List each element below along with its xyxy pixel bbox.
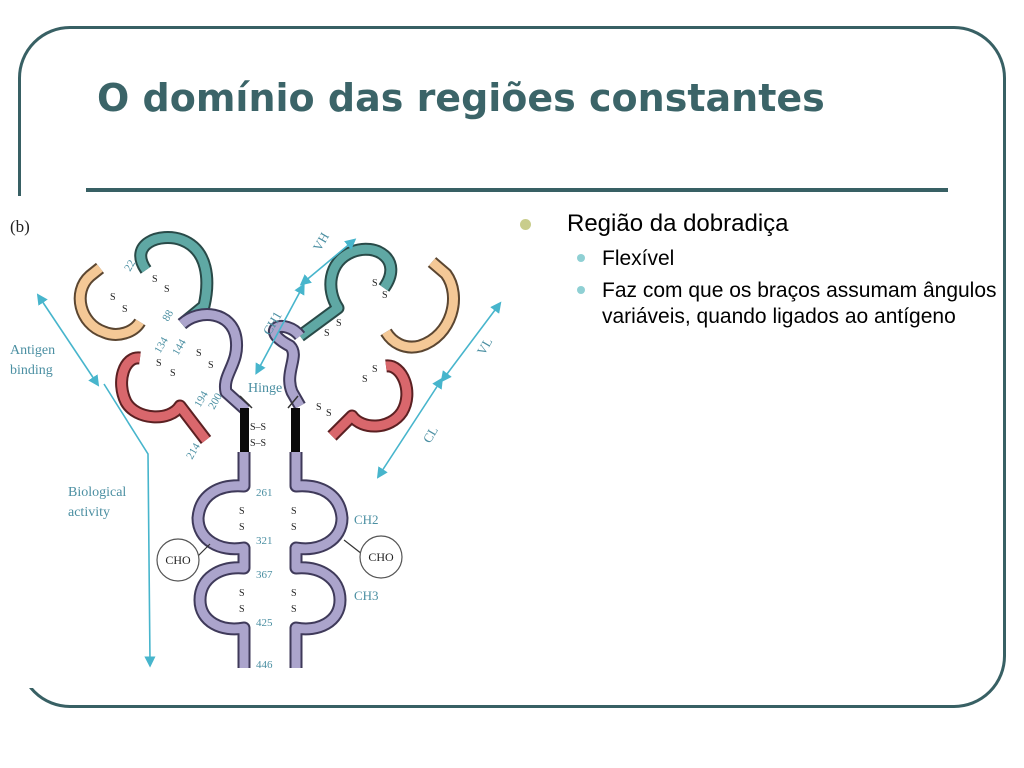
svg-text:S: S [382,290,388,301]
bullet-main: Região da dobradiça [520,208,1000,240]
cl-arrow [376,377,444,479]
svg-text:S: S [336,318,342,329]
antigen-label-line2: binding [10,363,53,378]
svg-text:S: S [156,358,162,369]
svg-text:S: S [372,278,378,289]
vl-arrow [440,301,502,383]
svg-text:S: S [239,506,245,517]
antibody-diagram: (b) [0,196,512,688]
antibody-structure-svg: (b) [10,217,502,671]
svg-text:S: S [372,364,378,375]
sub-bullet-item: Flexível [520,246,1000,272]
slide-title: O domínio das regiões constantes [97,76,825,120]
svg-text:S: S [196,348,202,359]
sub-bullet-dot [577,286,585,294]
residue-214: 214 [184,441,203,462]
stem-disulfides: SS SS SS SS [239,506,297,615]
vh-arrow [299,238,357,286]
right-cho-circle [359,535,403,579]
svg-text:S: S [326,408,332,419]
ch2-label: CH2 [354,512,379,527]
hinge-pointer-left [239,395,253,409]
sub-bullet-dot [577,254,585,262]
svg-text:S: S [110,292,116,303]
panel-label: (b) [10,217,30,236]
svg-text:S: S [291,522,297,533]
hinge-disulfide-2: S–S [250,438,266,449]
residue-144: 144 [170,337,189,358]
residue-321: 321 [256,535,273,547]
svg-text:S: S [362,374,368,385]
left-cho-label: CHO [165,553,191,567]
svg-text:S: S [208,360,214,371]
biological-label-line1: Biological [68,485,126,500]
residue-425: 425 [256,617,273,629]
sub-bullet-list: Flexível Faz com que os braços assumam â… [520,246,1000,330]
svg-text:S: S [152,274,158,285]
hinge-disulfide-1: S–S [250,422,266,433]
svg-text:S: S [239,522,245,533]
sub-bullet-item: Faz com que os braços assumam ângulos va… [520,278,1000,330]
ch1-arrow [255,283,305,375]
svg-text:S: S [291,588,297,599]
svg-text:S: S [316,402,322,413]
residue-446: 446 [256,659,273,671]
dimension-arrows [36,238,502,668]
antigen-binding-arrow [36,293,100,387]
residue-367: 367 [256,569,273,581]
sub-bullet-text: Flexível [602,247,675,270]
biological-label-line2: activity [68,505,110,520]
svg-text:S: S [291,506,297,517]
svg-text:S: S [164,284,170,295]
residue-22: 22 [122,258,138,274]
sub-bullet-text: Faz com que os braços assumam ângulos va… [602,279,997,328]
svg-text:S: S [291,604,297,615]
title-underline [86,188,948,192]
arm-disulfides: SS SS SS SS SS SS SS SS [110,274,388,419]
bullet-dot [520,219,531,230]
svg-text:S: S [170,368,176,379]
residue-134: 134 [152,335,171,356]
svg-text:S: S [239,588,245,599]
svg-text:S: S [324,328,330,339]
antigen-label-line1: Antigen [10,343,55,358]
vl-label: VL [474,335,496,358]
vh-label: VH [310,230,332,254]
left-hinge-segment [240,408,249,452]
bullet-main-text: Região da dobradiça [567,210,789,237]
svg-text:S: S [239,604,245,615]
biological-activity-arrow [103,383,156,668]
residue-261: 261 [256,487,273,499]
right-cho-link [343,539,363,555]
hinge-label: Hinge [248,381,282,396]
light-chain-numbers: 22 88 134 194 214 144 200 [122,258,225,462]
cl-label: CL [420,424,441,446]
bullet-list: Região da dobradiça Flexível Faz com que… [520,208,1000,330]
ch3-label: CH3 [354,588,379,603]
right-hinge-segment [291,408,300,452]
heavy-chain-numbers: 261 321 367 425 446 [256,487,273,671]
residue-88: 88 [160,308,176,324]
right-cho-label: CHO [368,550,394,564]
svg-text:S: S [122,304,128,315]
hinge-pointer-right [287,395,299,409]
left-cho-circle [156,538,200,582]
